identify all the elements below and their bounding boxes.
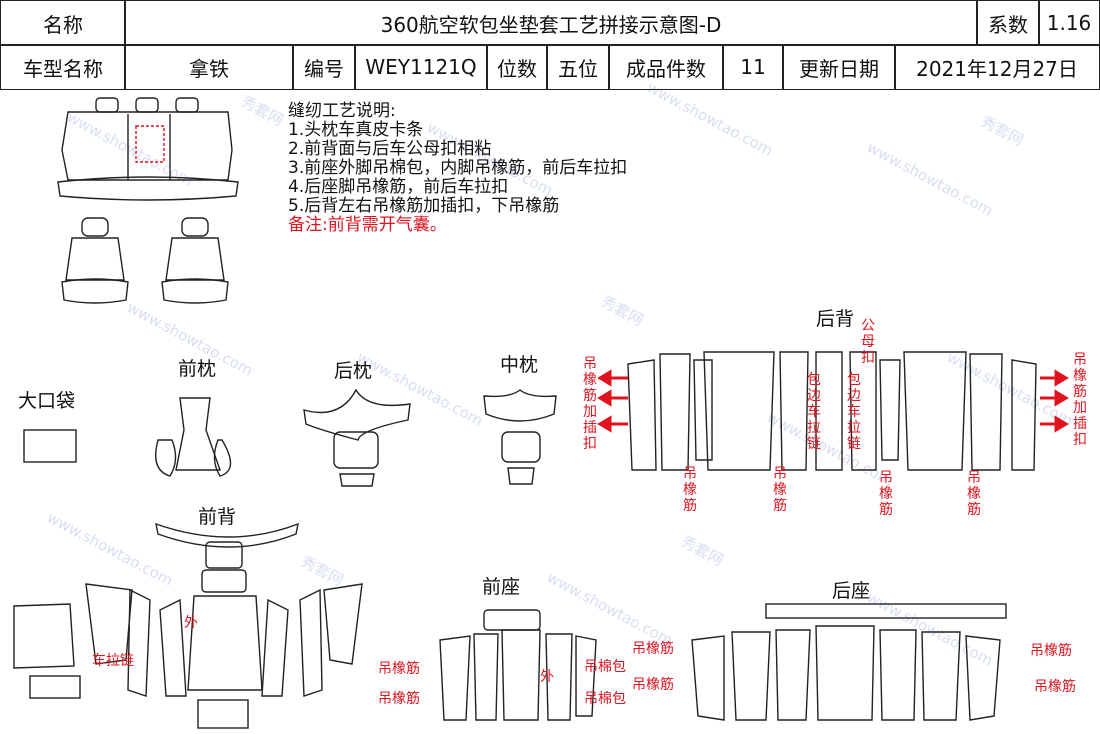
- elastic-note: 吊橡筋: [632, 641, 674, 657]
- mid-pillow-pieces: [483, 389, 557, 485]
- name-label: 名称: [0, 0, 126, 46]
- note-item: 5.后背左右吊橡筋加插扣，下吊橡筋: [288, 196, 560, 216]
- code-value: WEY1121Q: [354, 44, 488, 90]
- notes-heading: 缝纫工艺说明:: [288, 101, 396, 121]
- drawing-title: 360航空软包坐垫套工艺拼接示意图-D: [124, 0, 978, 46]
- rear-bench-illustration: [57, 97, 239, 201]
- front-pillow-label: 前枕: [178, 358, 217, 380]
- rear-back-label: 后背: [816, 308, 855, 330]
- elastic-note: 吊橡筋: [1030, 643, 1072, 659]
- side-zip-note: 包边车拉链: [807, 372, 821, 452]
- side-zip-note: 包边车拉链: [847, 372, 861, 452]
- rear-pillow-label: 后枕: [334, 360, 373, 382]
- big-pocket-label: 大口袋: [18, 390, 76, 412]
- header-table: 名称 360航空软包坐垫套工艺拼接示意图-D 系数 1.16 车型名称 拿铁 编…: [0, 0, 1100, 90]
- note-item: 1.头枕车真皮卡条: [288, 120, 424, 140]
- elastic-note: 吊橡筋: [378, 661, 420, 677]
- elastic-note: 吊橡筋: [378, 691, 420, 707]
- arrow-icon: [597, 369, 1069, 433]
- rear-seat-pieces: [691, 603, 1007, 721]
- date-value: 2021年12月27日: [894, 44, 1100, 90]
- outer-note: 外: [540, 669, 554, 685]
- front-pillow-pieces: [155, 397, 232, 477]
- notes-remark: 备注:前背需开气囊。: [288, 215, 447, 235]
- date-label: 更新日期: [782, 44, 896, 90]
- code-label: 编号: [292, 44, 356, 90]
- elastic-note: 吊橡筋: [1034, 679, 1076, 695]
- seat-label: 位数: [486, 44, 548, 90]
- cotton-bag-note: 吊棉包: [584, 691, 626, 707]
- mid-pillow-label: 中枕: [500, 354, 539, 376]
- coef-label: 系数: [976, 0, 1040, 46]
- note-item: 3.前座外脚吊棉包，内脚吊橡筋，前后车拉扣: [288, 158, 628, 178]
- rear-seat-label: 后座: [832, 580, 871, 602]
- zipper-note: 车拉链: [92, 653, 134, 669]
- front-back-label: 前背: [198, 506, 237, 528]
- front-seat-illustration: [61, 217, 229, 304]
- elastic-note: 吊橡筋: [632, 677, 674, 693]
- elastic-note: 吊橡筋: [683, 466, 697, 514]
- note-item: 4.后座脚吊橡筋，前后车拉扣: [288, 177, 509, 197]
- front-seat-label: 前座: [482, 576, 521, 598]
- note-item: 2.前背面与后车公母扣相粘: [288, 139, 492, 159]
- elastic-note: 吊橡筋: [967, 470, 981, 518]
- elastic-note: 吊橡筋: [773, 466, 787, 514]
- elastic-insert-note-right: 吊橡筋加插扣: [1073, 352, 1087, 448]
- elastic-insert-note-left: 吊橡筋加插扣: [583, 356, 597, 452]
- elastic-note: 吊橡筋: [879, 470, 893, 518]
- cotton-bag-note: 吊棉包: [584, 659, 626, 675]
- front-back-pieces: [13, 522, 363, 729]
- pieces-value: 11: [722, 44, 784, 90]
- rear-back-pieces: [627, 351, 1037, 471]
- front-seat-pieces: [439, 609, 597, 721]
- sewing-notes: 缝纫工艺说明: 1.头枕车真皮卡条 2.前背面与后车公母扣相粘 3.前座外脚吊棉…: [288, 102, 627, 235]
- model-value: 拿铁: [124, 44, 294, 90]
- pieces-label: 成品件数: [608, 44, 724, 90]
- male-female-button-note: 公母扣: [861, 318, 875, 366]
- rear-pillow-pieces: [303, 388, 411, 487]
- outer-note: 外: [184, 615, 198, 631]
- model-label: 车型名称: [0, 44, 126, 90]
- big-pocket-piece: [23, 429, 77, 463]
- seat-value: 五位: [546, 44, 610, 90]
